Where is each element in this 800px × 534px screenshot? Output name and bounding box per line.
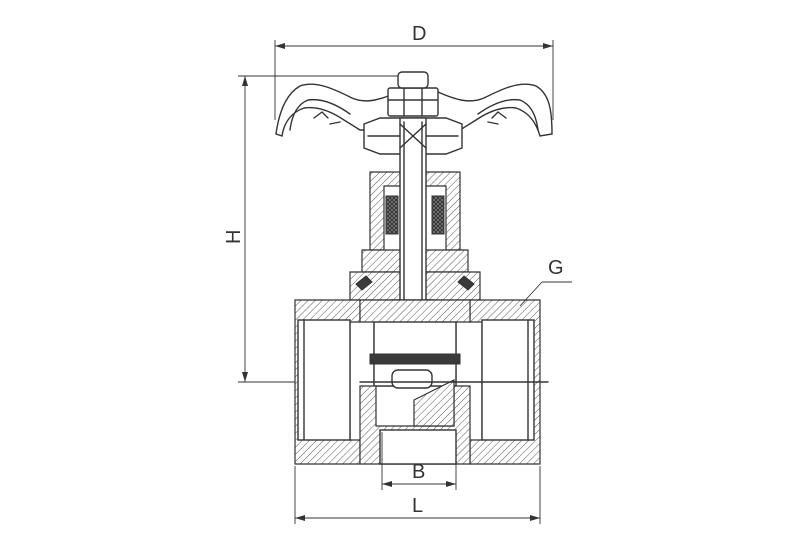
dimension-h: H — [223, 75, 400, 383]
handwheel — [275, 71, 553, 155]
label-d: D — [412, 23, 426, 45]
valve-body — [294, 299, 549, 465]
label-l: L — [412, 495, 423, 517]
dimension-l: L — [294, 466, 541, 524]
label-b: B — [412, 461, 425, 483]
label-g: G — [548, 257, 564, 279]
dimension-b: B — [381, 432, 457, 490]
label-h: H — [223, 230, 245, 244]
dimension-d: D — [274, 23, 554, 120]
dimension-g: G — [519, 257, 572, 307]
